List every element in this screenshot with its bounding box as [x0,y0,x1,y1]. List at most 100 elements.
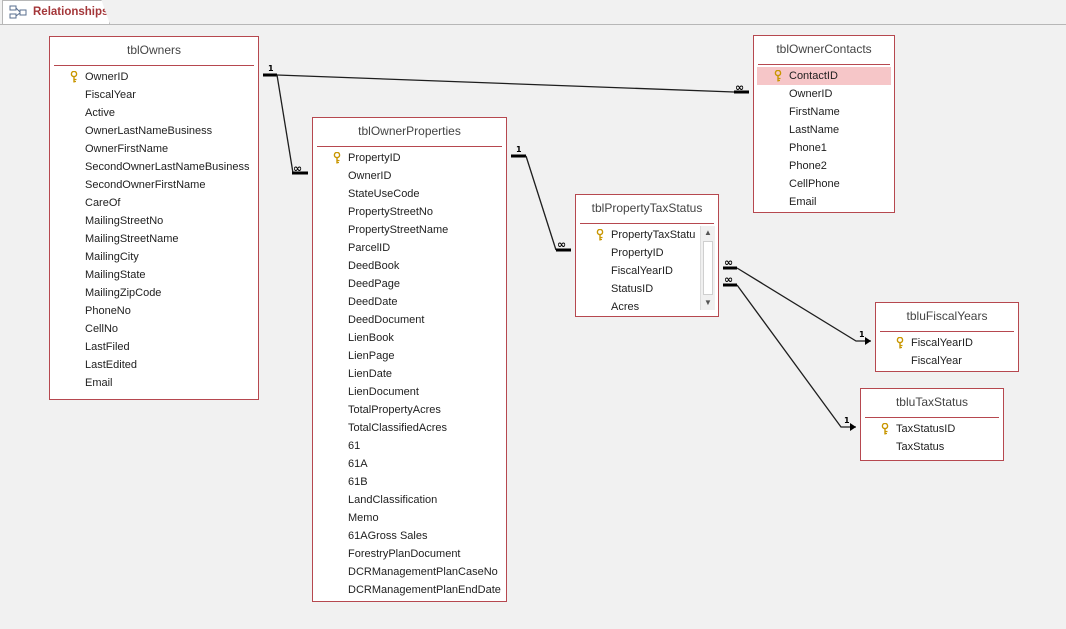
field-item[interactable]: TotalPropertyAcres [313,401,506,419]
field-item[interactable]: PhoneNo [50,302,258,320]
field-item[interactable]: OwnerFirstName [50,140,258,158]
field-item[interactable]: MailingZipCode [50,284,258,302]
field-item[interactable]: MailingCity [50,248,258,266]
relationships-icon [9,5,27,19]
relationship-properties-taxstatus[interactable] [525,155,557,251]
scroll-up-icon[interactable]: ▲ [704,228,712,237]
field-item[interactable]: DCRManagementPlanCaseNo [313,563,506,581]
field-item[interactable]: OwnerLastNameBusiness [50,122,258,140]
field-item[interactable]: ParcelID [313,239,506,257]
scroll-down-icon[interactable]: ▼ [704,298,712,307]
field-item[interactable]: Phone2 [754,157,894,175]
field-item[interactable]: LienBook [313,329,506,347]
field-item[interactable]: Phone1 [754,139,894,157]
field-name: FiscalYearID [611,265,673,277]
field-item[interactable]: OwnerID [754,85,894,103]
field-name: LienBook [348,332,394,344]
table-title: tblPropertyTaxStatus [591,201,703,215]
vertical-scrollbar[interactable]: ▲ ▼ [700,226,715,310]
field-item[interactable]: PropertyStreetNo [313,203,506,221]
field-item[interactable]: MailingStreetName [50,230,258,248]
field-name: OwnerLastNameBusiness [85,125,213,137]
field-name: MailingStreetNo [85,215,164,227]
field-name: Email [85,377,113,389]
field-name: StatusID [611,283,654,295]
field-item[interactable]: CellNo [50,320,258,338]
primary-key-field[interactable]: OwnerID [50,68,258,86]
relationship-owners-contacts[interactable] [276,74,735,93]
primary-key-field[interactable]: PropertyTaxStatu [576,226,700,244]
relationship-taxstatus-taxstatus[interactable] [736,284,856,428]
field-item[interactable]: LastName [754,121,894,139]
tab-label: Relationships [33,6,109,18]
field-item[interactable]: ForestryPlanDocument [313,545,506,563]
primary-key-field[interactable]: TaxStatusID [861,420,1003,438]
field-item[interactable]: Memo [313,509,506,527]
relationship-taxstatus-fiscalyears[interactable] [736,267,871,342]
field-item[interactable]: DeedPage [313,275,506,293]
field-name: ParcelID [348,242,391,254]
field-item[interactable]: LienDocument [313,383,506,401]
scroll-thumb[interactable] [703,241,713,295]
field-item[interactable]: StateUseCode [313,185,506,203]
field-name: TotalClassifiedAcres [348,422,448,434]
primary-key-icon [596,229,604,241]
field-item[interactable]: Email [50,374,258,392]
field-item[interactable]: PropertyID [576,244,700,262]
field-name: TaxStatus [896,441,945,453]
field-item[interactable]: SecondOwnerLastNameBusiness [50,158,258,176]
field-item[interactable]: LastEdited [50,356,258,374]
field-name: Memo [348,512,379,524]
field-item[interactable]: LastFiled [50,338,258,356]
field-item[interactable]: MailingState [50,266,258,284]
title-divider [580,223,714,224]
relationship-owners-properties[interactable] [276,74,294,174]
primary-key-field[interactable]: FiscalYearID [876,334,1018,352]
field-item[interactable]: Email [754,193,894,211]
field-item[interactable]: CareOf [50,194,258,212]
field-item[interactable]: OwnerID [313,167,506,185]
field-item[interactable]: FiscalYear [876,352,1018,370]
field-item[interactable]: StatusID [576,280,700,298]
primary-key-field[interactable]: ContactID [757,67,891,85]
field-item[interactable]: 61B [313,473,506,491]
title-divider [317,146,502,147]
primary-key-icon [881,423,889,435]
primary-key-field[interactable]: PropertyID [313,149,506,167]
field-item[interactable]: DeedBook [313,257,506,275]
field-item[interactable]: DCRManagementPlanEndDate [313,581,506,599]
field-item[interactable]: CellPhone [754,175,894,193]
field-item[interactable]: 61AGross Sales [313,527,506,545]
field-item[interactable]: FirstName [754,103,894,121]
field-name: SecondOwnerLastNameBusiness [85,161,250,173]
field-name: Active [85,107,115,119]
field-item[interactable]: MailingStreetNo [50,212,258,230]
field-item[interactable]: LienDate [313,365,506,383]
field-item[interactable]: TaxStatus [861,438,1003,456]
field-item[interactable]: PropertyStreetName [313,221,506,239]
field-item[interactable]: FiscalYearID [576,262,700,280]
field-item[interactable]: LandClassification [313,491,506,509]
field-item[interactable]: Active [50,104,258,122]
field-item[interactable]: 61 [313,437,506,455]
field-name: FiscalYear [911,355,962,367]
field-name: DeedBook [348,260,400,272]
field-item[interactable]: DeedDocument [313,311,506,329]
cardinality-one-label: 1 [268,64,274,73]
field-item[interactable]: TotalClassifiedAcres [313,419,506,437]
field-item[interactable]: 61A [313,455,506,473]
field-item[interactable]: LienPage [313,347,506,365]
relationships-tab[interactable]: Relationships [2,0,110,24]
field-item[interactable]: Acres [576,298,700,316]
field-item[interactable]: SecondOwnerFirstName [50,176,258,194]
field-item[interactable]: FiscalYear [50,86,258,104]
field-item[interactable]: DeedDate [313,293,506,311]
